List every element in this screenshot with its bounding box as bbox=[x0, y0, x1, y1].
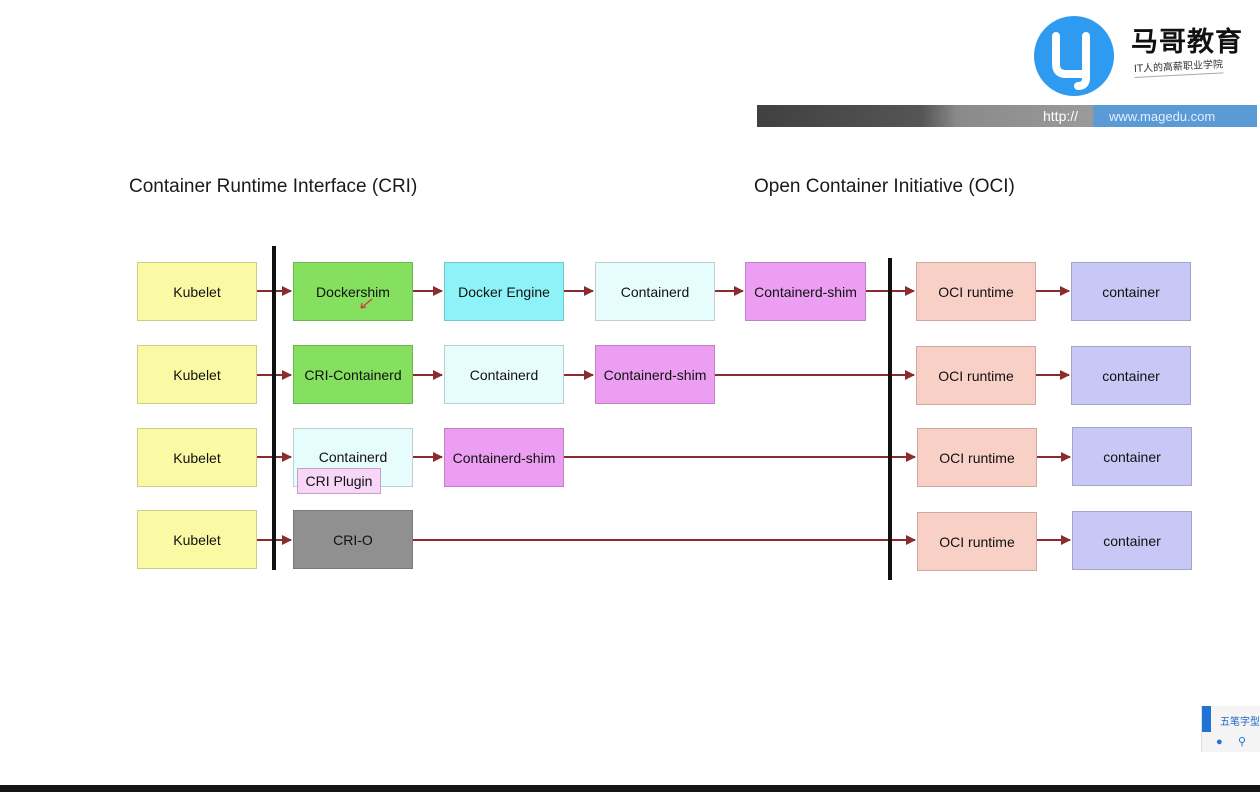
bottom-edge-strip bbox=[0, 785, 1260, 792]
row4-oci-runtime-node: OCI runtime bbox=[917, 512, 1037, 571]
row2-cri-containerd-node: CRI-Containerd bbox=[293, 345, 413, 404]
row3-containerd-node: Containerd bbox=[293, 428, 413, 487]
row2-kubelet-node: Kubelet bbox=[137, 345, 257, 404]
ime-mic-icon[interactable]: ● bbox=[1216, 736, 1223, 748]
brand-name: 马哥教育 bbox=[1131, 27, 1243, 58]
logo-glyph bbox=[1052, 32, 1090, 90]
cri-plugin-badge: CRI Plugin bbox=[297, 468, 381, 494]
oci-heading: Open Container Initiative (OCI) bbox=[754, 176, 1015, 197]
cri-boundary-line bbox=[272, 246, 276, 570]
row3-container-node: container bbox=[1072, 427, 1192, 486]
cri-heading: Container Runtime Interface (CRI) bbox=[129, 176, 418, 197]
row3-containerd-shim-node: Containerd-shim bbox=[444, 428, 564, 487]
row1-kubelet-node: Kubelet bbox=[137, 262, 257, 321]
row1-container-node: container bbox=[1071, 262, 1191, 321]
ime-widget[interactable]: 五笔字型 ● ⚲ bbox=[1201, 706, 1260, 752]
url-site: www.magedu.com bbox=[1109, 109, 1216, 124]
row4-kubelet-node: Kubelet bbox=[137, 510, 257, 569]
ime-label: 五笔字型 bbox=[1220, 717, 1260, 728]
row1-oci-runtime-node: OCI runtime bbox=[916, 262, 1036, 321]
ime-search-icon[interactable]: ⚲ bbox=[1238, 736, 1247, 748]
row2-containerd-node: Containerd bbox=[444, 345, 564, 404]
ime-accent-bar bbox=[1202, 706, 1211, 732]
pointer-annotation-icon bbox=[360, 298, 373, 309]
row3-kubelet-node: Kubelet bbox=[137, 428, 257, 487]
magedu-logo-icon bbox=[1034, 16, 1114, 96]
row2-oci-runtime-node: OCI runtime bbox=[916, 346, 1036, 405]
row2-container-node: container bbox=[1071, 346, 1191, 405]
url-prefix: http:// bbox=[1043, 108, 1079, 124]
row2-containerd-shim-node: Containerd-shim bbox=[595, 345, 715, 404]
row4-container-node: container bbox=[1072, 511, 1192, 570]
oci-boundary-line bbox=[888, 258, 892, 580]
row1-docker-engine-node: Docker Engine bbox=[444, 262, 564, 321]
row1-containerd-node: Containerd bbox=[595, 262, 715, 321]
row1-containerd-shim-node: Containerd-shim bbox=[745, 262, 866, 321]
row3-oci-runtime-node: OCI runtime bbox=[917, 428, 1037, 487]
row4-cri-o-node: CRI-O bbox=[293, 510, 413, 569]
row1-dockershim-node: Dockershim bbox=[293, 262, 413, 321]
url-bar bbox=[757, 105, 1257, 127]
